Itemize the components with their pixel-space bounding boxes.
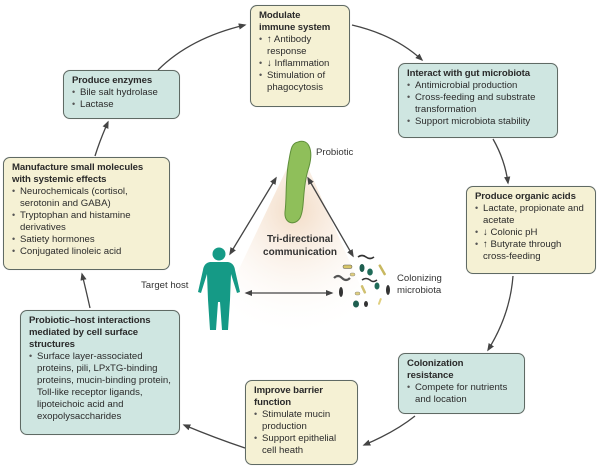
box-improve-barrier-function: Improve barrier function Stimulate mucin… [245,380,358,465]
arrow-probiotic-host [229,176,277,256]
box-item: Stimulate mucin production [254,409,350,433]
box-colonization-resistance: Colonization resistance Compete for nutr… [398,353,525,414]
box-title-line: Colonization [407,358,464,369]
box-title-line: structures [29,338,75,350]
box-title: Interact with gut microbiota [407,68,550,80]
box-items: Lactate, propionate and acetate ↓ Coloni… [475,203,588,263]
box-items: Antimicrobial production Cross-feeding a… [407,80,550,128]
box-item: Satiety hormones [12,234,162,246]
box-item: ↑ Antibody response [259,34,342,58]
box-item: Compete for nutrients and location [407,382,517,406]
box-title-line: with systemic effects [12,173,107,185]
box-item: Bile salt hydrolase [72,87,172,99]
box-produce-organic-acids: Produce organic acids Lactate, propionat… [466,186,596,274]
box-items: ↑ Antibody response ↓ Inflammation Stimu… [259,34,342,94]
box-item: Support microbiota stability [407,116,550,128]
box-items: Stimulate mucin production Support epith… [254,409,350,457]
tri-directional-communication-title: Tri-directional communication [250,234,350,259]
arrow-barrier-to-cell-surface [182,424,246,449]
box-title-line: Improve barrier [254,385,323,396]
box-title: Modulate immune system [259,10,342,34]
box-item: Surface layer-associated proteins, pili,… [29,351,172,423]
colonizing-microbiota-label: Colonizing microbiota [397,273,442,296]
box-item: Lactate, propionate and acetate [475,203,588,227]
box-title: Improve barrier function [254,385,350,409]
box-produce-enzymes: Produce enzymes Bile salt hydrolase Lact… [63,70,180,119]
box-title: Probiotic–host interactions mediated by … [29,315,172,351]
box-items: Bile salt hydrolase Lactase [72,87,172,111]
box-items: Surface layer-associated proteins, pili,… [29,351,172,423]
box-interact-gut-microbiota: Interact with gut microbiota Antimicrobi… [398,63,558,138]
box-item: Neurochemicals (cortisol, serotonin and … [12,186,162,210]
box-title-line: immune system [259,21,331,33]
arrow-gut-to-acids [492,138,511,185]
box-items: Neurochemicals (cortisol, serotonin and … [12,186,162,258]
communication-triangle [210,145,380,330]
box-item: Support epithelial cell heath [254,433,350,457]
probiotic-bacterium-icon [284,140,312,224]
colonizing-microbiota-icon [333,254,390,308]
box-title-line: Produce enzymes [72,75,153,86]
colonizing-microbiota-label-line-2: microbiota [397,284,442,296]
box-title: Colonization resistance [407,358,517,382]
arrow-small-molecules-to-enzymes [94,120,109,157]
box-title-line: Modulate [259,10,301,21]
box-title-line: resistance [407,369,454,381]
target-host-label: Target host [141,280,189,291]
box-item: Lactase [72,99,172,111]
arrow-probiotic-microbiota [307,176,354,258]
arrow-immune-to-gut [351,24,424,62]
box-title-line: Interact with gut microbiota [407,68,530,79]
colonizing-microbiota-label-line-1: Colonizing [397,273,442,284]
box-item: ↓ Colonic pH [475,227,588,239]
arrow-cell-surface-to-small-molecules [80,272,91,309]
box-item: Cross-feeding and substrate transformati… [407,92,550,116]
box-item: Tryptophan and histamine derivatives [12,210,162,234]
box-title-line: function [254,396,292,408]
box-title-line: Manufacture small molecules [12,162,144,173]
arrow-enzymes-to-immune [157,23,247,71]
box-cell-surface-interactions: Probiotic–host interactions mediated by … [20,310,180,435]
arrow-colonization-to-barrier [362,415,416,446]
box-title: Produce enzymes [72,75,172,87]
box-modulate-immune-system: Modulate immune system ↑ Antibody respon… [250,5,350,107]
box-manufacture-small-molecules: Manufacture small molecules with systemi… [3,157,170,270]
probiotic-label: Probiotic [316,147,354,158]
box-items: Compete for nutrients and location [407,382,517,406]
center-title-line-1: Tri-directional [266,234,334,245]
arrow-acids-to-colonization [487,275,514,352]
box-title: Manufacture small molecules with systemi… [12,162,162,186]
target-host-figure-icon [198,247,240,330]
box-item: Antimicrobial production [407,80,550,92]
box-title: Produce organic acids [475,191,588,203]
box-item: Conjugated linoleic acid [12,246,162,258]
box-title-line: Probiotic–host interactions [29,315,151,326]
box-item: Stimulation of phagocytosis [259,70,342,94]
center-title-line-2: communication [263,246,337,258]
box-title-line: Produce organic acids [475,191,576,202]
box-item: ↑ Butyrate through cross-feeding [475,239,588,263]
box-item: ↓ Inflammation [259,58,342,70]
box-title-line: mediated by cell surface [29,326,139,338]
